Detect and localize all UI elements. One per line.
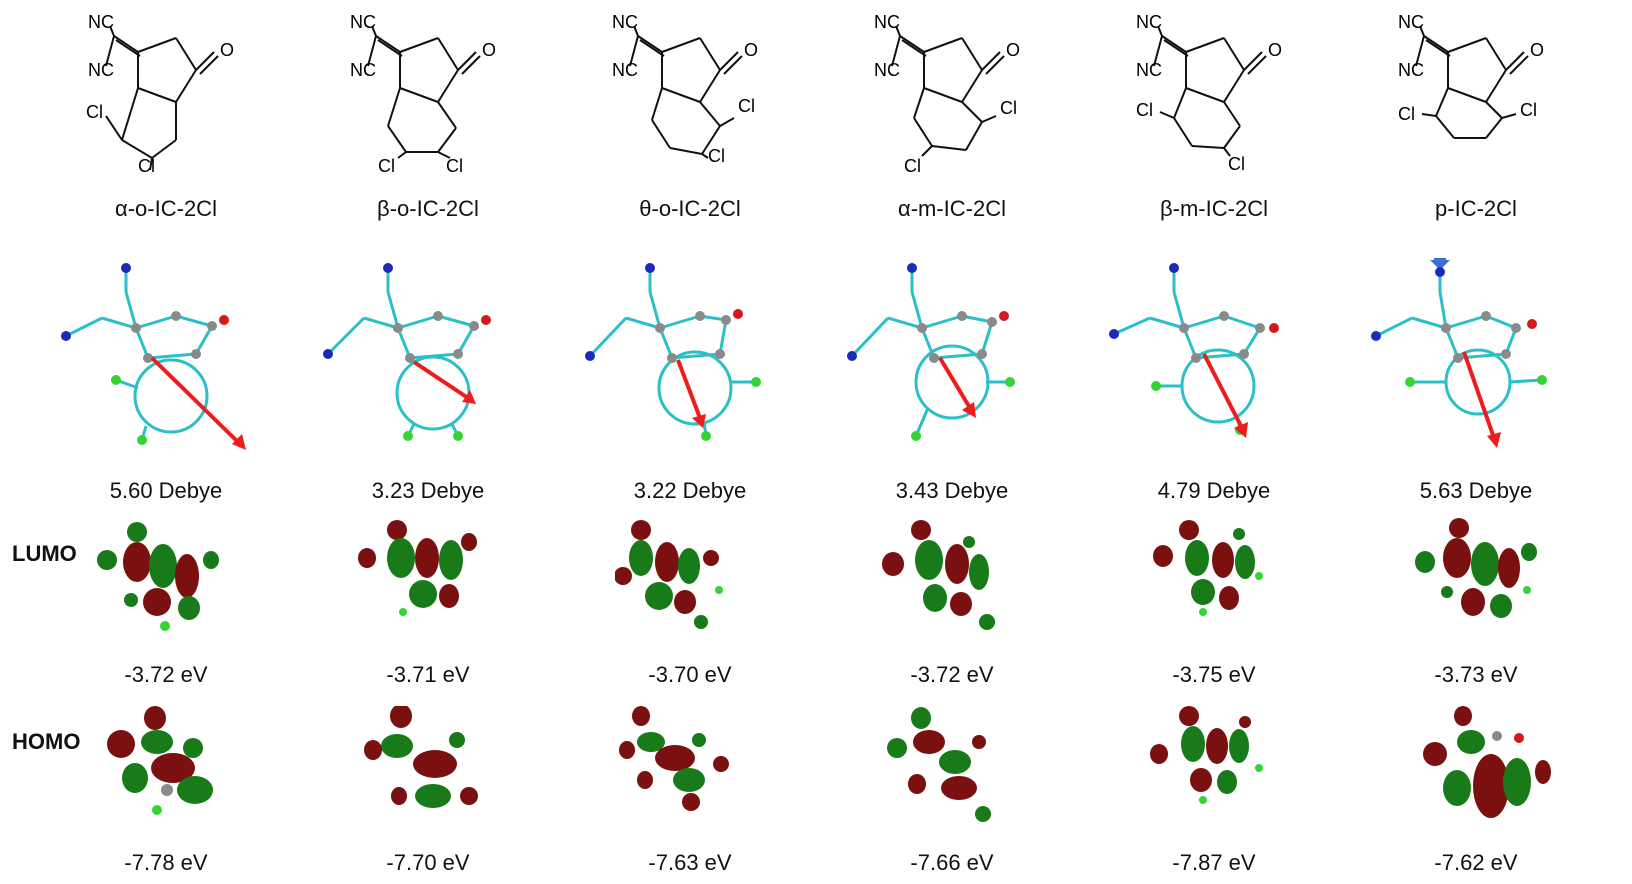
structure-diagram: NC NC O Cl Cl [1136, 12, 1282, 174]
lumo-energy: -3.72 eV [124, 662, 208, 687]
ball-and-stick-model [1371, 258, 1547, 448]
ball-and-stick-model [1109, 263, 1279, 438]
lumo-orbital-plot [358, 520, 477, 616]
ball-and-stick-model [61, 263, 246, 450]
atom-label-nc: NC [1136, 12, 1162, 32]
dipole-moment: 4.79 Debye [1157, 478, 1271, 503]
homo-energy: -7.70 eV [386, 850, 470, 875]
atom-label-cl: Cl [1136, 100, 1153, 120]
homo-row-label: HOMO [12, 729, 81, 754]
atom-label-cl: Cl [446, 156, 463, 176]
structure-diagram: NC NC O Cl Cl [612, 12, 758, 166]
molecule-name: p-IC-2Cl [1435, 196, 1517, 221]
lumo-orbital-plot [1153, 520, 1263, 616]
atom-label-o: O [1530, 40, 1544, 60]
molecule-column: NC NC O Cl Cl α-m-IC-2Cl 3.43 Debye -3.7… [821, 0, 1083, 884]
atom-label-cl: Cl [708, 146, 725, 166]
marker-arrow-icon [1430, 258, 1450, 270]
lumo-energy: -3.73 eV [1434, 662, 1518, 687]
structure-diagram: NC NC O Cl Cl [350, 12, 496, 176]
atom-label-nc: NC [612, 60, 638, 80]
homo-orbital-plot [364, 706, 478, 808]
homo-energy: -7.87 eV [1172, 850, 1256, 875]
atom-label-cl: Cl [86, 102, 103, 122]
lumo-energy: -3.72 eV [910, 662, 994, 687]
atom-label-o: O [1268, 40, 1282, 60]
atom-label-nc: NC [1136, 60, 1162, 80]
molecule-name: β-o-IC-2Cl [377, 196, 479, 221]
homo-orbital-plot [887, 707, 991, 822]
atom-label-cl: Cl [378, 156, 395, 176]
homo-energy: -7.78 eV [124, 850, 208, 875]
molecule-name: α-m-IC-2Cl [897, 196, 1007, 221]
atom-label-cl: Cl [1000, 98, 1017, 118]
molecule-column: NC NC O Cl Cl β-m-IC-2Cl 4.79 Debye -3.7… [1083, 0, 1345, 884]
atom-label-nc: NC [350, 60, 376, 80]
molecule-column: NC NC O Cl Cl θ-o-IC-2Cl 3.22 Debye -3.7… [559, 0, 821, 884]
lumo-orbital-plot [1415, 518, 1537, 618]
atom-label-nc: NC [612, 12, 638, 32]
lumo-orbital-plot [97, 522, 219, 631]
atom-label-o: O [220, 40, 234, 60]
dipole-moment: 3.23 Debye [371, 478, 485, 503]
ball-and-stick-model [847, 263, 1015, 441]
lumo-orbital-plot [615, 520, 723, 629]
lumo-energy: -3.70 eV [648, 662, 732, 687]
atom-label-cl: Cl [138, 156, 155, 176]
atom-label-nc: NC [1398, 60, 1424, 80]
homo-orbital-plot [619, 706, 729, 811]
dipole-moment: 3.43 Debye [895, 478, 1009, 503]
homo-orbital-plot [1423, 706, 1551, 818]
molecule-column: NC NC O Cl Cl p-IC-2Cl 5.63 Debye -3.73 … [1345, 0, 1607, 884]
dipole-moment: 3.22 Debye [633, 478, 747, 503]
homo-orbital-plot [107, 706, 213, 815]
atom-label-nc: NC [1398, 12, 1424, 32]
dipole-moment: 5.63 Debye [1419, 478, 1533, 503]
molecule-name: β-m-IC-2Cl [1160, 196, 1268, 221]
atom-label-cl: Cl [1228, 154, 1245, 174]
dipole-moment: 5.60 Debye [109, 478, 223, 503]
atom-label-cl: Cl [904, 156, 921, 176]
atom-label-o: O [1006, 40, 1020, 60]
molecule-name: α-o-IC-2Cl [115, 196, 217, 221]
atom-label-nc: NC [88, 60, 114, 80]
molecule-name: θ-o-IC-2Cl [639, 196, 741, 221]
lumo-orbital-plot [882, 520, 995, 630]
atom-label-o: O [744, 40, 758, 60]
structure-diagram: NC NC O Cl Cl [874, 12, 1020, 176]
lumo-energy: -3.75 eV [1172, 662, 1256, 687]
atom-label-cl: Cl [1398, 104, 1415, 124]
atom-label-nc: NC [874, 60, 900, 80]
ball-and-stick-model [323, 263, 491, 441]
molecule-column: NC NC O Cl Cl β-o-IC-2Cl 3.23 Debye -3.7… [297, 0, 559, 884]
atom-label-cl: Cl [1520, 100, 1537, 120]
atom-label-o: O [482, 40, 496, 60]
homo-orbital-plot [1150, 706, 1263, 804]
lumo-row-label: LUMO [12, 541, 77, 566]
atom-label-nc: NC [88, 12, 114, 32]
homo-energy: -7.63 eV [648, 850, 732, 875]
homo-energy: -7.62 eV [1434, 850, 1518, 875]
atom-label-nc: NC [350, 12, 376, 32]
atom-label-nc: NC [874, 12, 900, 32]
ball-and-stick-model [585, 263, 761, 441]
structure-diagram: NC NC O Cl Cl [86, 12, 234, 176]
structure-diagram: NC NC O Cl Cl [1398, 12, 1544, 139]
lumo-energy: -3.71 eV [386, 662, 470, 687]
homo-energy: -7.66 eV [910, 850, 994, 875]
molecule-column: NC NC O Cl Cl α-o-IC-2Cl 5.60 Debye -3.7… [35, 0, 297, 884]
atom-label-cl: Cl [738, 96, 755, 116]
